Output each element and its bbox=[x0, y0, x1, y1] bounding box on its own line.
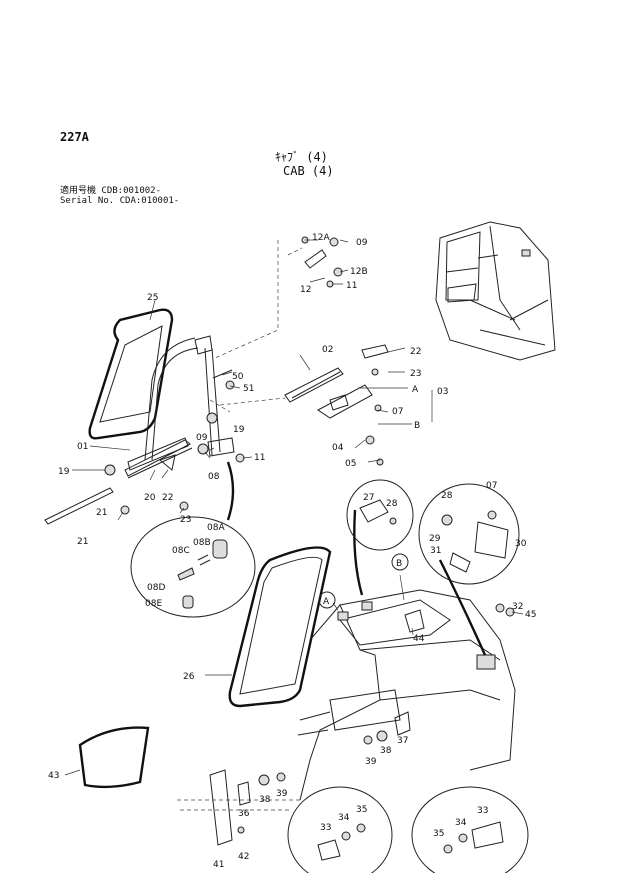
latch-label-a: A bbox=[412, 385, 419, 395]
lower-fasteners bbox=[209, 603, 515, 846]
part-label-25: 25 bbox=[147, 293, 158, 303]
part-label-32: 32 bbox=[512, 602, 523, 612]
latch-assembly-03 bbox=[317, 384, 433, 422]
callout-b: B bbox=[391, 553, 409, 571]
part-label-44: 44 bbox=[413, 634, 425, 644]
page-number: 227A bbox=[60, 130, 89, 144]
fasteners bbox=[104, 236, 389, 515]
callout-a: A bbox=[318, 591, 336, 609]
part-label-41: 41 bbox=[213, 860, 224, 870]
part-label-04: 04 bbox=[332, 443, 344, 453]
detail-bubble-08 bbox=[130, 461, 256, 618]
part-label-21-visible: 21 bbox=[77, 537, 88, 547]
part-43-panel bbox=[78, 726, 150, 789]
part-label-23-right: 22 bbox=[410, 347, 421, 357]
detail-bubble-34-36 bbox=[287, 786, 393, 873]
part-label-51: 51 bbox=[243, 384, 254, 394]
rail-02 bbox=[284, 367, 344, 403]
cab-overview-sketch bbox=[435, 221, 556, 361]
part-label-37: 37 bbox=[397, 736, 408, 746]
part-label-12a: 12A bbox=[312, 233, 330, 243]
part-25-door-glass bbox=[88, 308, 174, 440]
part-label-08: 08 bbox=[208, 472, 220, 482]
part-label-36-right: 35 bbox=[433, 829, 444, 839]
part-label-34: 33 bbox=[320, 823, 331, 833]
part-label-50: 50 bbox=[232, 372, 244, 382]
part-label-35-right: 34 bbox=[455, 818, 467, 828]
part-label-09-top: 09 bbox=[356, 238, 368, 248]
part-label-42: 42 bbox=[238, 852, 249, 862]
part-label-40-left: 39 bbox=[276, 789, 288, 799]
part-label-43: 43 bbox=[48, 771, 59, 781]
detail-bubble-28-31 bbox=[418, 483, 520, 585]
part-label-08a: 08A bbox=[207, 523, 225, 533]
part-label-33-visible: 33 bbox=[477, 806, 488, 816]
svg-text:A: A bbox=[323, 597, 330, 607]
part-label-26: 26 bbox=[183, 672, 195, 682]
rail-21 bbox=[44, 487, 114, 525]
part-label-03: 03 bbox=[437, 387, 448, 397]
part-label-24-left: 23 bbox=[180, 515, 191, 525]
part-label-19-left: 19 bbox=[58, 467, 70, 477]
part-label-30: 30 bbox=[515, 539, 527, 549]
part-label-35-left: 34 bbox=[338, 813, 350, 823]
part-label-22: 21 bbox=[96, 508, 107, 518]
title-english: CAB (4) bbox=[283, 164, 334, 178]
dashed-leaders bbox=[177, 240, 303, 811]
part-label-45: 45 bbox=[525, 610, 536, 620]
part-label-28-right: 28 bbox=[441, 491, 453, 501]
part-label-23-left: 22 bbox=[162, 493, 173, 503]
serial-english: Serial No. CDA:010001- bbox=[60, 196, 180, 206]
cab-body bbox=[297, 509, 516, 801]
part-label-12b: 12B bbox=[350, 267, 368, 277]
svg-text:B: B bbox=[396, 559, 402, 569]
part-label-02: 02 bbox=[322, 345, 333, 355]
part-label-01: 01 bbox=[77, 442, 88, 452]
part-label-31: 31 bbox=[430, 546, 441, 556]
part-26-weatherstrip bbox=[228, 546, 332, 708]
part-label-08b: 08B bbox=[193, 538, 211, 548]
part-label-28-left: 28 bbox=[386, 499, 398, 509]
part-label-39-right: 38 bbox=[380, 746, 392, 756]
part-label-08d: 08D bbox=[147, 583, 165, 593]
part-label-39-left: 38 bbox=[259, 795, 271, 805]
leader-lines bbox=[64, 239, 524, 776]
part-label-05: 05 bbox=[345, 459, 356, 469]
part-label-08e: 08E bbox=[145, 599, 162, 609]
part-label-07-top: 07 bbox=[392, 407, 403, 417]
detail-bubble-27-28 bbox=[346, 479, 414, 551]
part-label-20: 20 bbox=[144, 493, 156, 503]
part-label-36-left: 35 bbox=[356, 805, 367, 815]
part-label-11-mid: 11 bbox=[254, 453, 265, 463]
part-label-09-mid: 09 bbox=[196, 433, 208, 443]
detail-bubble-33-36 bbox=[411, 786, 529, 873]
serial-japanese: 適用号機 CDB:001002- bbox=[60, 186, 162, 196]
part-label-11-top: 11 bbox=[346, 281, 357, 291]
part-label-40-right: 39 bbox=[365, 757, 377, 767]
part-number-labels: 25 12A 09 12B 12 11 02 22 23 03 07 04 05… bbox=[48, 233, 536, 870]
rail-20 bbox=[124, 439, 193, 479]
latch-label-b: B bbox=[414, 421, 420, 431]
part-label-24-right: 23 bbox=[410, 369, 421, 379]
part-label-38: 36 bbox=[238, 809, 250, 819]
part-label-19-right: 19 bbox=[233, 425, 245, 435]
part-label-29: 29 bbox=[429, 534, 441, 544]
part-label-07-right: 07 bbox=[486, 481, 497, 491]
part-label-08c: 08C bbox=[172, 546, 190, 556]
part-label-27: 27 bbox=[363, 493, 374, 503]
title-japanese: ｷｬﾌﾞ (4) bbox=[275, 150, 328, 164]
part-label-12: 12 bbox=[300, 285, 311, 295]
